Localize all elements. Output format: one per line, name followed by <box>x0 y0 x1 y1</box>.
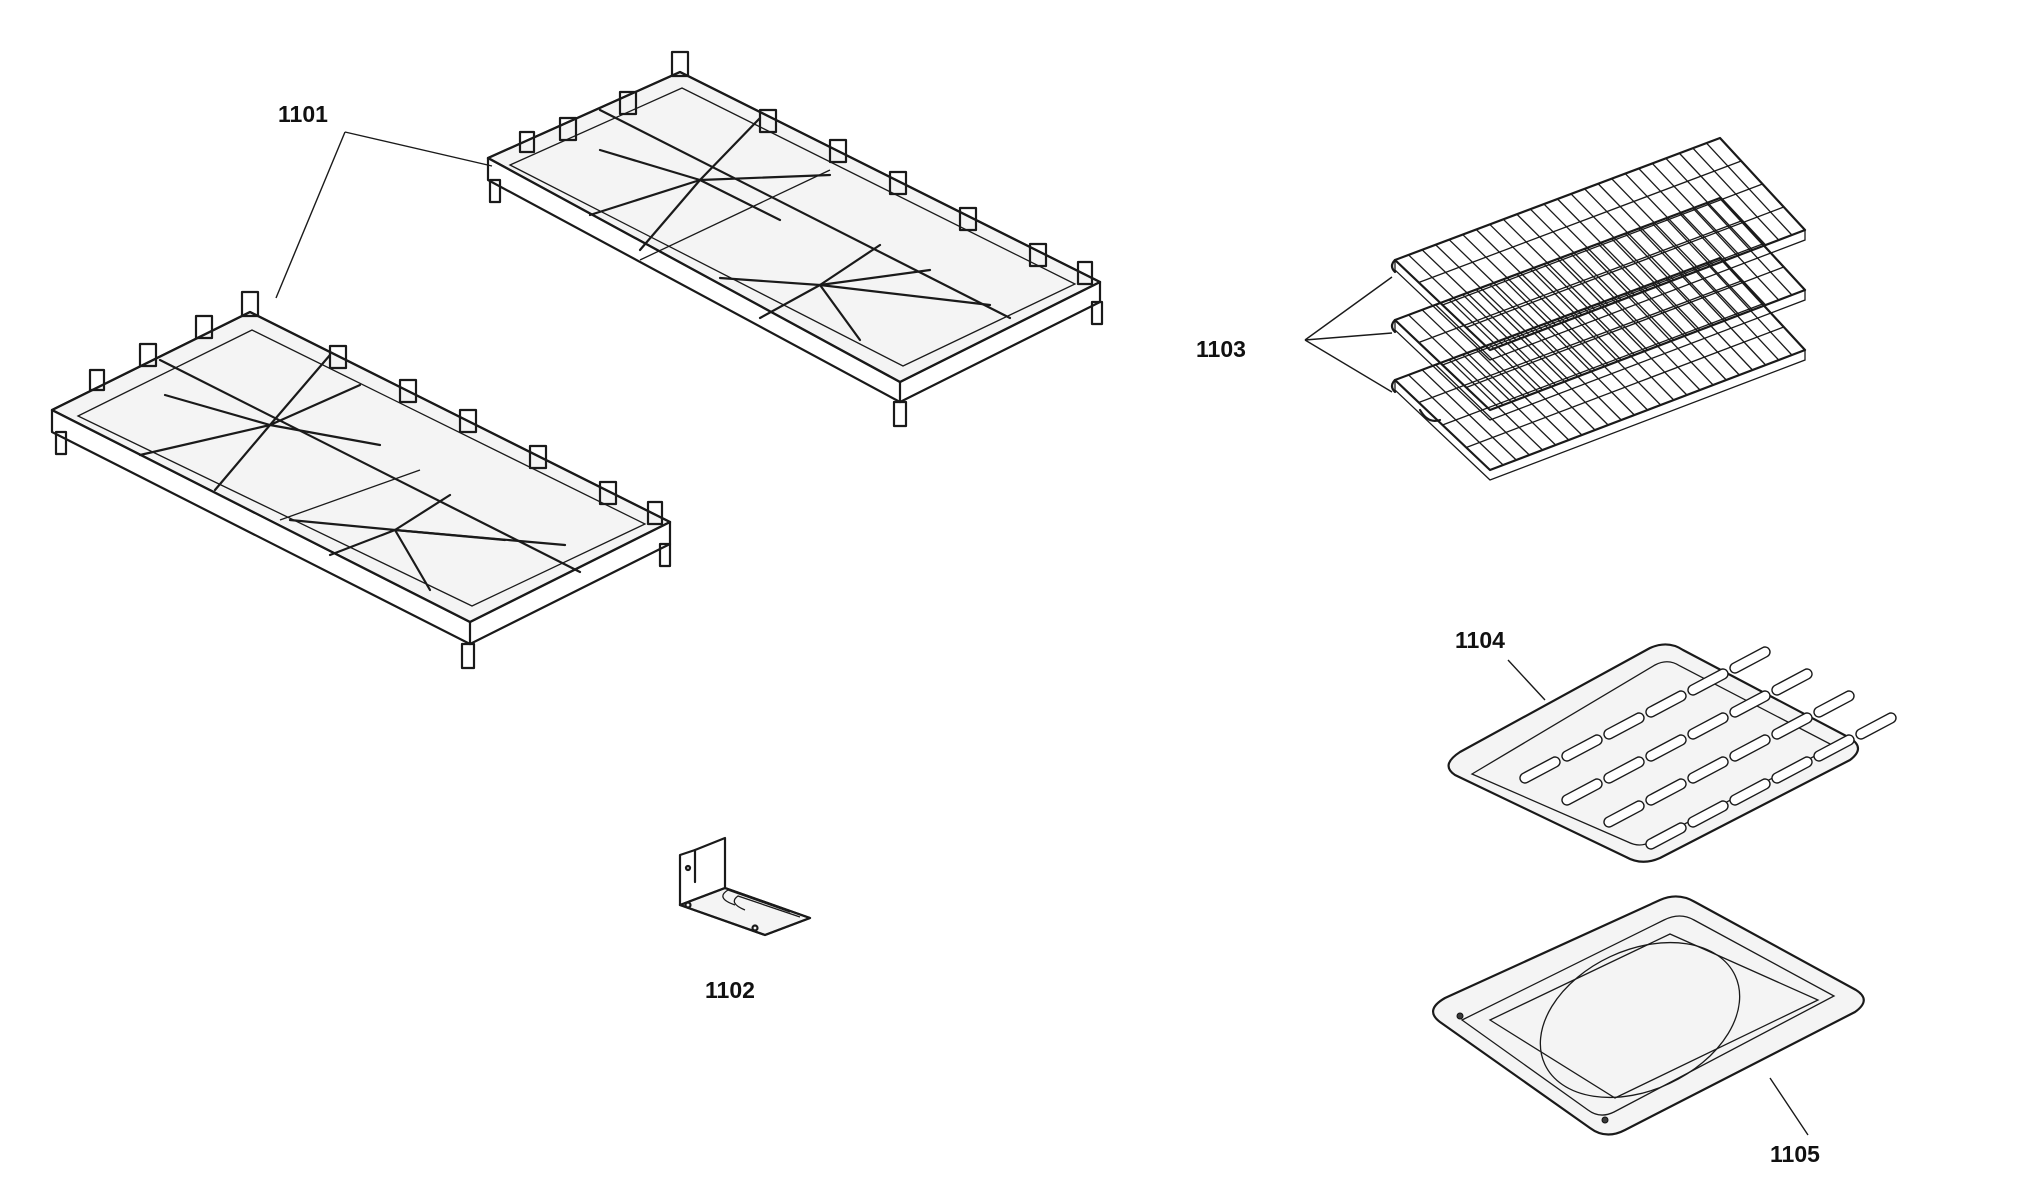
rack-crossbar <box>1466 206 1784 329</box>
broiler-slot <box>1771 712 1813 740</box>
broiler-slot <box>1687 800 1729 828</box>
broiler-slot <box>1603 712 1645 740</box>
broiler-slot <box>1645 778 1687 806</box>
part-oven-racks[interactable] <box>1390 136 1807 481</box>
label-1105: 1105 <box>1770 1141 1820 1167</box>
broiler-slot <box>1687 756 1729 784</box>
broiler-slot <box>1729 646 1771 674</box>
broiler-slot <box>1603 756 1645 784</box>
rack-crossbar <box>1442 183 1763 306</box>
broiler-slot <box>1687 712 1729 740</box>
broiler-slot <box>1729 778 1771 806</box>
rack-crossbar <box>1418 220 1742 344</box>
broiler-slot <box>1561 734 1603 762</box>
rack-crossbar <box>1466 326 1784 449</box>
broiler-slot <box>1645 822 1687 850</box>
broiler-slot <box>1645 690 1687 718</box>
part-broiler-pan[interactable] <box>1432 895 1865 1136</box>
broiler-slot <box>1687 668 1729 696</box>
broiler-slot <box>1519 756 1561 784</box>
part-bracket[interactable] <box>678 836 812 937</box>
broiler-slot <box>1561 778 1603 806</box>
broiler-slot <box>1771 668 1813 696</box>
label-1104: 1104 <box>1455 627 1505 653</box>
broiler-slot <box>1813 734 1855 762</box>
label-1102: 1102 <box>705 977 755 1003</box>
part-grate-front[interactable] <box>50 290 672 670</box>
broiler-slot <box>1813 690 1855 718</box>
rack-crossbar <box>1442 303 1763 426</box>
broiler-slot <box>1603 800 1645 828</box>
rack-crossbar <box>1418 160 1742 284</box>
rack-crossbar <box>1418 280 1742 404</box>
broiler-slot <box>1855 712 1897 740</box>
broiler-slot <box>1645 734 1687 762</box>
leader-lines <box>275 131 1809 1136</box>
broiler-slot <box>1729 734 1771 762</box>
broiler-slot <box>1771 756 1813 784</box>
label-1101: 1101 <box>278 101 328 127</box>
part-broiler-grid[interactable] <box>1447 643 1898 863</box>
label-1103: 1103 <box>1196 336 1246 362</box>
rack-crossbar <box>1466 266 1784 389</box>
part-grate-back[interactable] <box>486 50 1104 428</box>
broiler-slot <box>1729 690 1771 718</box>
rack-crossbar <box>1442 243 1763 366</box>
